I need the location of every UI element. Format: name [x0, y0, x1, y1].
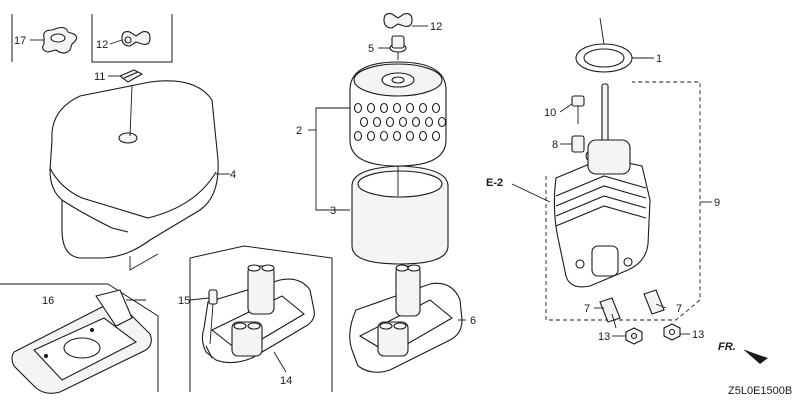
callout-6: 6: [470, 315, 476, 327]
clip-part-12-inset: [121, 31, 151, 47]
callout-1: 1: [656, 53, 662, 65]
callout-13-right: 13: [692, 329, 704, 341]
filter-perforation: [418, 130, 428, 142]
gasket-part-1: [575, 17, 633, 73]
wing-nut-part-17: [42, 26, 78, 54]
callout-2: 2: [296, 125, 302, 137]
section-break-line: [129, 253, 159, 271]
callout-12-inset: 12: [96, 39, 108, 51]
collar-part-8: [571, 135, 585, 153]
filter-perforation: [392, 102, 402, 114]
callout-4: 4: [230, 169, 236, 181]
air-cleaner-case-part-6: [349, 264, 463, 373]
callout-9: 9: [714, 197, 720, 209]
callout-3: 3: [330, 205, 336, 217]
direction-label: FR.: [718, 341, 736, 353]
filter-perforation: [366, 130, 376, 142]
filter-perforation: [431, 130, 441, 142]
washer-part-5: [389, 35, 407, 53]
filter-perforation: [398, 116, 408, 128]
callout-8: 8: [552, 139, 558, 151]
filter-perforation: [379, 102, 389, 114]
rubber-clip-part-11: [118, 69, 144, 83]
filter-perforation: [431, 102, 441, 114]
bolt-part-10: [571, 95, 585, 124]
filter-perforation: [437, 116, 447, 128]
callout-11: 11: [94, 71, 105, 83]
callout-leaders: [30, 25, 690, 373]
front-direction-arrow: [743, 349, 768, 364]
tube-part-7-left: [599, 297, 621, 329]
callout-14: 14: [280, 375, 292, 387]
filter-perforation: [353, 130, 363, 142]
air-cleaner-base-part-16: [11, 289, 152, 394]
air-filter-element-part-2: [349, 61, 447, 167]
tube-part-7-right: [643, 289, 665, 315]
callout-10: 10: [544, 107, 556, 119]
nut-part-13-left: [625, 327, 643, 345]
filter-perforation: [385, 116, 395, 128]
air-cleaner-cover-part-4: [49, 80, 219, 259]
reference-label: E-2: [486, 177, 503, 189]
filter-perforation: [405, 130, 415, 142]
callout-17: 17: [14, 35, 26, 47]
filter-perforation: [353, 102, 363, 114]
inset-frame-top-left: [11, 14, 173, 63]
callout-12: 12: [430, 21, 442, 33]
bracket-parts-2-3: [308, 107, 350, 211]
filter-perforation: [411, 116, 421, 128]
assembly-outline-part-9: [545, 81, 712, 321]
nut-part-13-right: [663, 323, 681, 341]
filter-perforation: [372, 116, 382, 128]
reference-arrow: [511, 183, 551, 203]
clip-part-12: [383, 13, 413, 29]
filter-perforation: [359, 116, 369, 128]
filter-perforation: [405, 102, 415, 114]
callout-16: 16: [42, 295, 54, 307]
diagram-code: Z5L0E1500B: [728, 385, 792, 397]
filter-perforation: [366, 102, 376, 114]
filter-perforation: [424, 116, 434, 128]
callout-7-left: 7: [584, 303, 590, 315]
filter-perforation: [379, 130, 389, 142]
stud-bolt: [601, 83, 609, 149]
foam-element-part-3: [351, 52, 449, 265]
air-cleaner-case-part-14: [201, 264, 315, 364]
callout-15: 15: [178, 295, 190, 307]
filter-perforation: [418, 102, 428, 114]
callout-5: 5: [368, 43, 374, 55]
callout-7-right: 7: [676, 303, 682, 315]
inset-frame-part-14: [189, 245, 333, 392]
elbow-assembly-part-9: [553, 139, 651, 288]
filter-perforation: [392, 130, 402, 142]
callout-13-left: 13: [598, 331, 610, 343]
filter-perforations: [353, 102, 447, 142]
breather-tube-part-15: [208, 289, 218, 345]
